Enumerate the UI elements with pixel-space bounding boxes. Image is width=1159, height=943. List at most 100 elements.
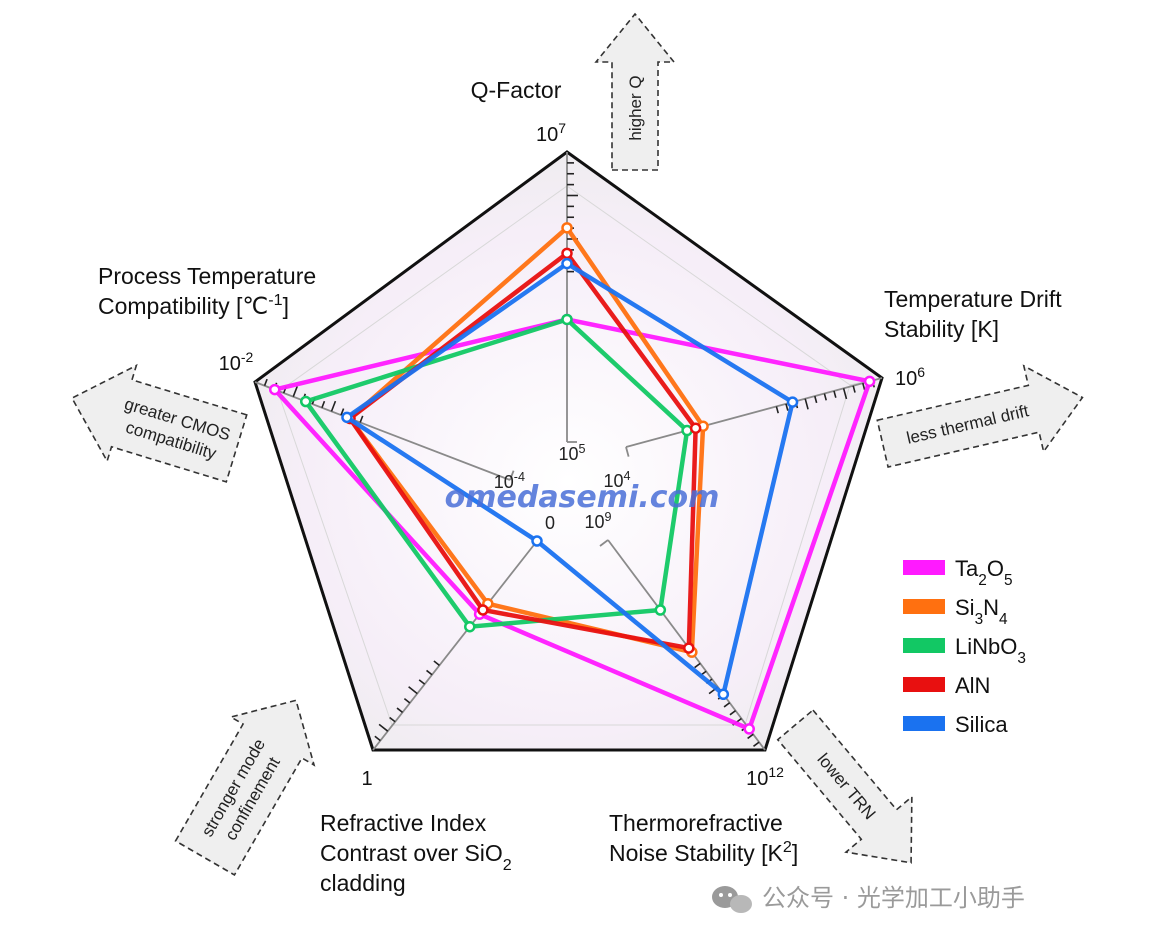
footer: 公众号 · 光学加工小助手 — [712, 884, 1025, 913]
data-point-AlN-index_contrast — [477, 604, 489, 616]
axis-line-process_temp — [254, 381, 511, 481]
higher-q-arrow-icon: higher Q — [594, 12, 676, 171]
data-point-Silica-q_factor — [561, 257, 573, 270]
data-point-AlN-trn — [683, 642, 695, 654]
stronger-mode-confinement-arrow-icon: stronger mode confinement — [174, 699, 316, 877]
axis-title-process_temp-line1: Process Temperature — [98, 263, 316, 289]
axis-tick — [374, 735, 381, 742]
axis-hook-temp_drift — [625, 446, 630, 457]
axis-min-label-q_factor: 105 — [558, 442, 585, 464]
axis-tick — [330, 400, 337, 412]
axis-tick — [359, 415, 364, 423]
axis-tick — [852, 385, 856, 393]
legend-swatch-AlN — [903, 677, 945, 692]
axis-tick — [833, 390, 837, 398]
axis-max-label-process_temp: 10-2 — [219, 349, 254, 375]
axis-line-index_contrast — [372, 540, 538, 751]
axis-tick — [804, 398, 809, 410]
legend-label-Ta2O5: Ta2O5 — [955, 556, 1013, 589]
axis-title-trn-line2: Noise Stability [K2] — [609, 838, 798, 866]
axis-tick — [785, 403, 789, 411]
data-point-LiNbO3-index_contrast — [464, 620, 476, 633]
axis-line-temp_drift — [625, 377, 883, 448]
data-point-Silica-trn — [717, 688, 730, 701]
series-line-LiNbO3 — [303, 317, 690, 629]
axis-tick — [408, 686, 418, 695]
series-line-Silica — [344, 261, 795, 697]
axis-title-temp_drift-line2: Stability [K] — [884, 316, 999, 342]
legend-label-AlN: AlN — [955, 673, 990, 698]
axis-title-temp_drift-line1: Temperature Drift — [884, 286, 1062, 312]
data-point-LiNbO3-q_factor — [561, 313, 573, 326]
data-point-Ta2O5-trn — [743, 723, 755, 735]
axis-tick — [389, 716, 396, 723]
axis-min-label-temp_drift: 104 — [603, 469, 630, 491]
data-point-Ta2O5-temp_drift — [863, 375, 876, 388]
legend-swatch-Silica — [903, 716, 945, 731]
axis-title-index_contrast-line1: Refractive Index — [320, 810, 487, 836]
data-point-AlN-temp_drift — [689, 422, 702, 434]
axis-title-index_contrast-line3: cladding — [320, 870, 406, 896]
legend-swatch-Ta2O5 — [903, 560, 945, 575]
data-point-Silica-index_contrast — [531, 535, 543, 547]
higher-q-label: higher Q — [626, 75, 645, 140]
axis-title-q_factor-line1: Q-Factor — [471, 77, 562, 103]
legend-label-LiNbO3: LiNbO3 — [955, 634, 1026, 667]
axis-tick — [321, 400, 326, 409]
axis-tick — [723, 702, 731, 708]
axis-min-label-process_temp: 10-4 — [494, 470, 525, 492]
radar-inner-wall — [277, 185, 851, 726]
axis-tick — [814, 395, 818, 404]
axis-min-label-trn: 109 — [584, 510, 611, 532]
axis-tick — [403, 698, 411, 704]
axis-min-label-index_contrast: 0 — [545, 513, 555, 533]
axis-tick — [694, 662, 701, 669]
legend-label-Silica: Silica — [955, 712, 1008, 737]
axis-max-label-trn: 1012 — [746, 764, 784, 790]
axis-tick — [753, 741, 760, 747]
axis-max-label-temp_drift: 106 — [895, 364, 925, 390]
axis-title-trn-line1: Thermorefractive — [609, 810, 783, 836]
data-point-LiNbO3-trn — [654, 604, 667, 616]
axis-tick — [396, 707, 404, 714]
axis-hook-trn — [599, 539, 609, 547]
legend-label-Si3N4: Si3N4 — [955, 595, 1008, 628]
radar-series — [269, 222, 876, 735]
data-point-Silica-process_temp — [341, 411, 353, 424]
data-point-AlN-q_factor — [561, 247, 573, 260]
axis-tick — [378, 723, 389, 732]
axis-tick — [418, 679, 426, 685]
radar-background — [255, 152, 882, 750]
axis-title-process_temp-line2: Compatibility [℃-1] — [98, 291, 289, 319]
axis-title-index_contrast-line2: Contrast over SiO2 — [320, 840, 512, 874]
legend-swatch-LiNbO3 — [903, 638, 945, 653]
axis-hook-process_temp — [509, 470, 515, 481]
axis-tick — [747, 733, 754, 740]
axis-tick — [775, 406, 779, 414]
radar-frame — [253, 150, 884, 752]
axis-tick — [292, 386, 298, 397]
axis-tick — [340, 408, 345, 416]
axis-tick — [823, 393, 827, 401]
axis-tick — [729, 709, 737, 716]
series-Silica — [341, 257, 799, 701]
axis-tick — [433, 660, 440, 666]
wechat-icon — [712, 886, 752, 913]
watermark: omedasemi.com — [445, 480, 720, 515]
footer-text: 公众号 · 光学加工小助手 — [762, 884, 1025, 912]
series-line-Ta2O5 — [272, 317, 872, 732]
data-point-Silica-temp_drift — [786, 396, 799, 408]
data-point-Ta2O5-process_temp — [269, 383, 281, 396]
axis-tick — [862, 382, 866, 391]
axis-max-label-index_contrast: 1 — [361, 768, 372, 790]
data-point-Si3N4-q_factor — [561, 222, 573, 234]
data-point-LiNbO3-process_temp — [299, 395, 312, 408]
series-LiNbO3 — [299, 313, 693, 633]
legend-swatch-Si3N4 — [903, 599, 945, 614]
radar-outline — [253, 150, 884, 752]
axis-tick — [426, 669, 433, 676]
axis-max-label-q_factor: 107 — [536, 120, 566, 146]
